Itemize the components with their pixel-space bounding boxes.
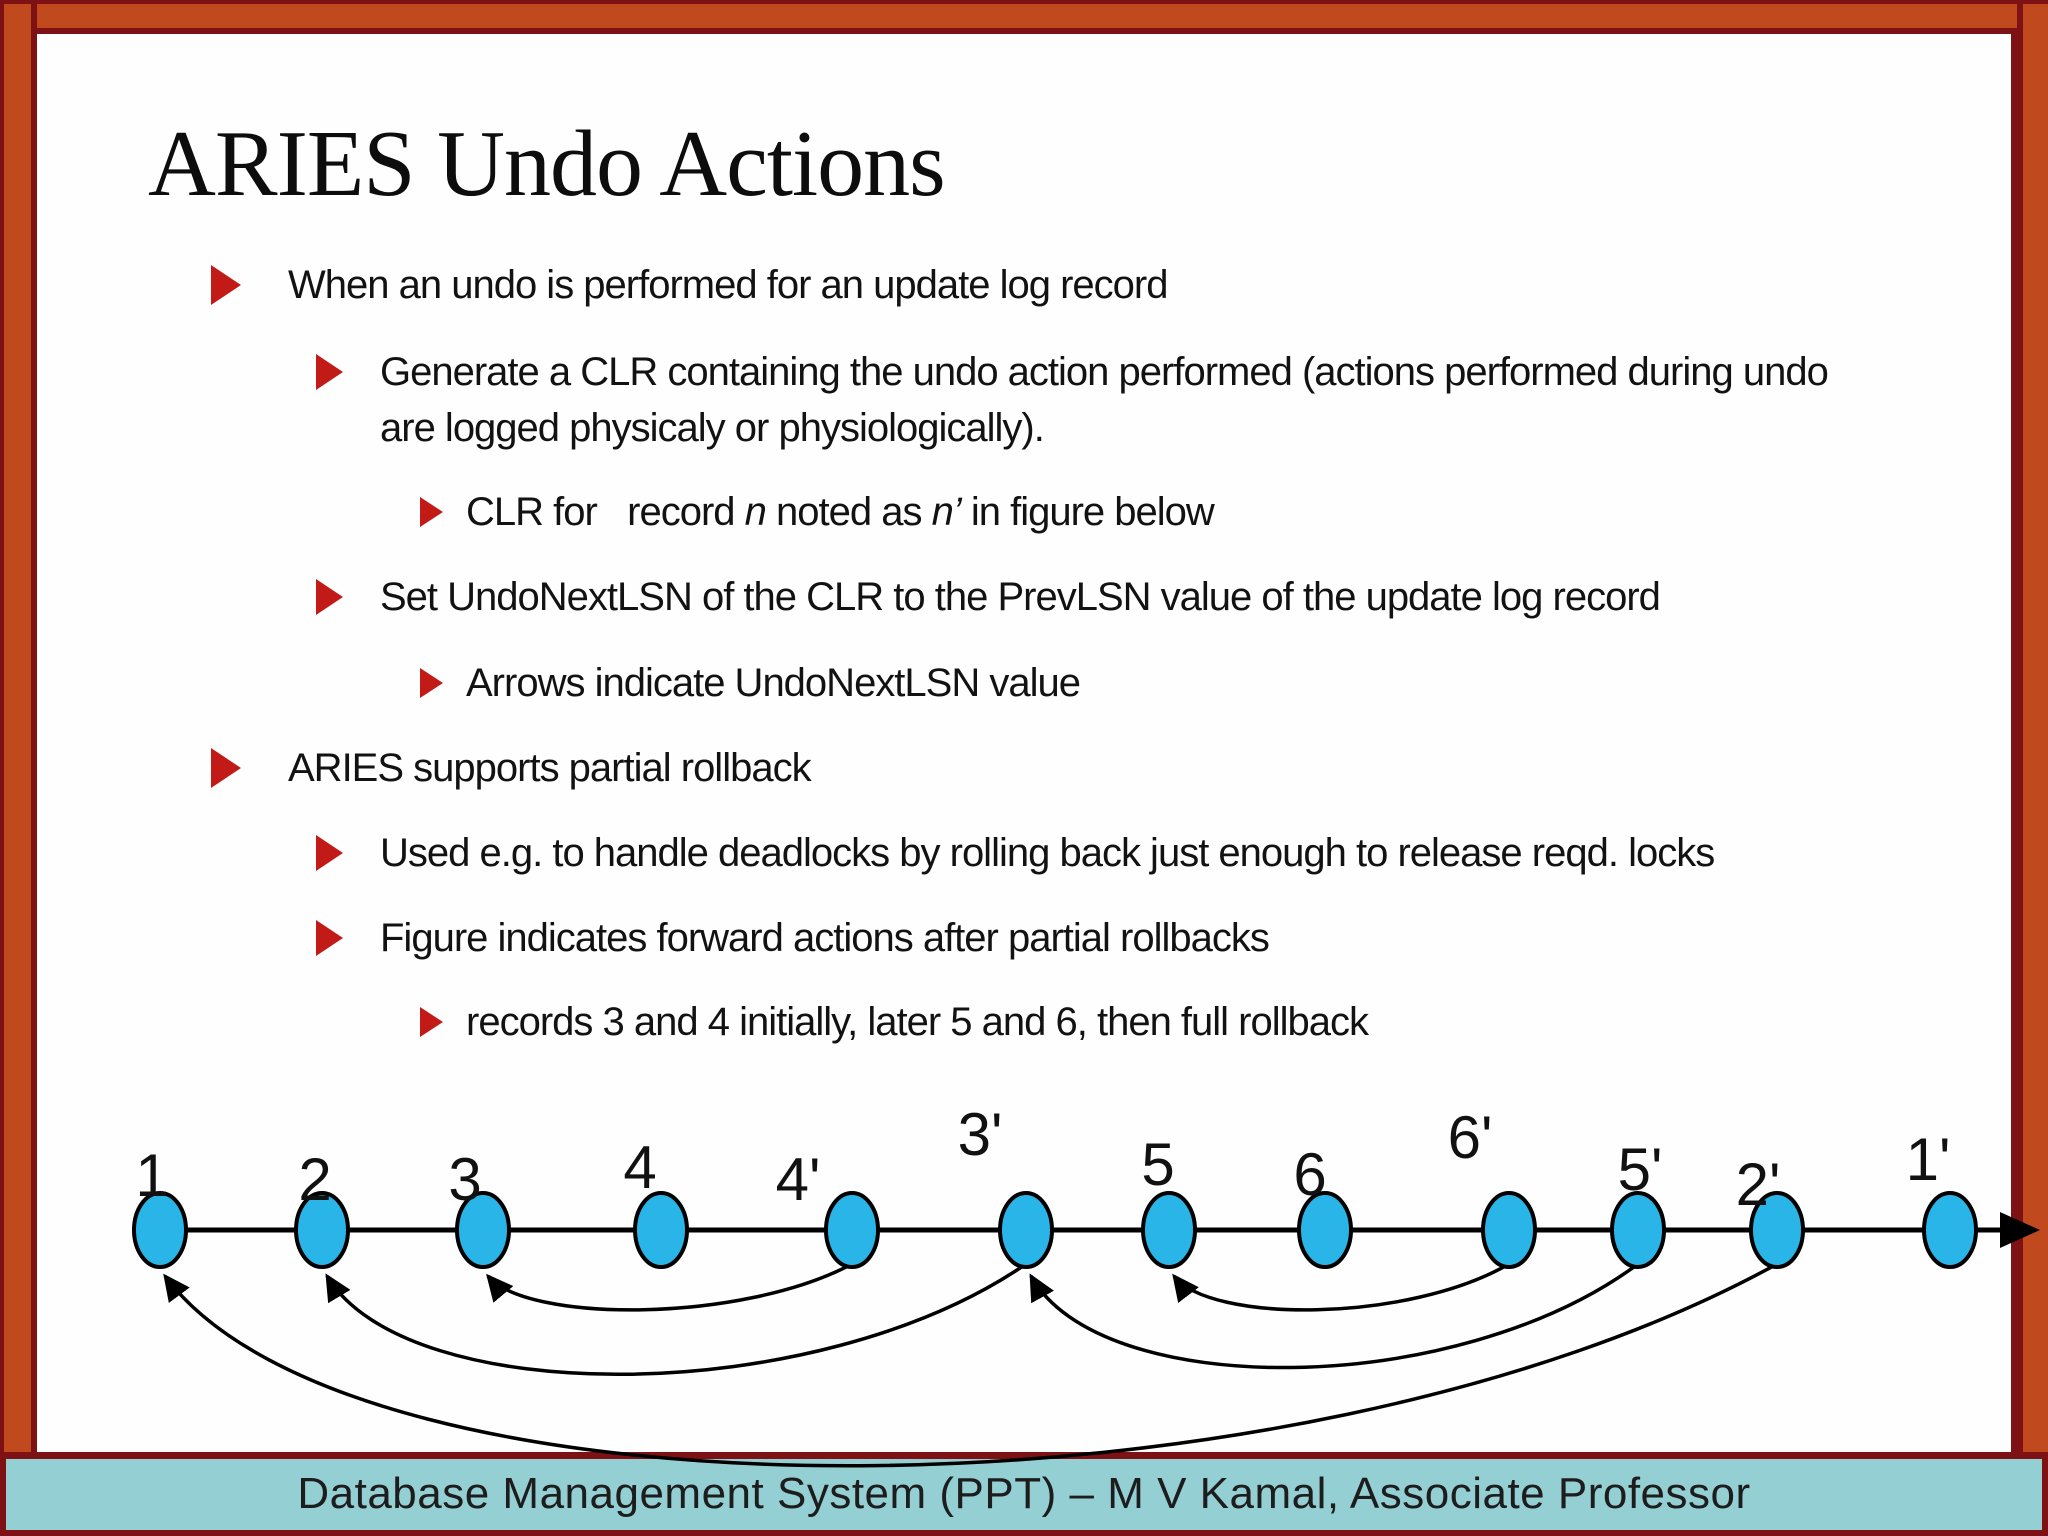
bullet-item: Generate a CLR containing the undo actio… bbox=[380, 344, 1829, 456]
bullet-triangle-icon bbox=[316, 920, 343, 956]
bullet-triangle-icon bbox=[316, 835, 343, 871]
bullet-text-line: ARIES supports partial rollback bbox=[288, 746, 812, 790]
frame-top-band bbox=[37, 4, 2044, 34]
bullet-triangle-icon bbox=[211, 265, 241, 305]
bullet-item: When an undo is performed for an update … bbox=[288, 257, 1168, 313]
footer-divider bbox=[0, 1452, 2048, 1459]
bullet-text-line: Arrows indicate UndoNextLSN value bbox=[466, 661, 1081, 705]
footer-text: Database Management System (PPT) – M V K… bbox=[297, 1469, 1751, 1518]
bullet-text-line: When an undo is performed for an update … bbox=[288, 263, 1168, 307]
bullet-text-line: Figure indicates forward actions after p… bbox=[380, 916, 1270, 960]
bullet-item: Used e.g. to handle deadlocks by rolling… bbox=[380, 825, 1715, 881]
bullet-text-line: Generate a CLR containing the undo actio… bbox=[380, 350, 1829, 394]
bullet-triangle-icon bbox=[211, 748, 241, 788]
frame-right-band bbox=[2017, 4, 2048, 1452]
frame-left-band bbox=[4, 4, 37, 1452]
footer-bar: Database Management System (PPT) – M V K… bbox=[6, 1459, 2042, 1530]
bullet-text-line: CLR for record n noted as n’ in figure b… bbox=[466, 490, 1215, 534]
bullet-item: Arrows indicate UndoNextLSN value bbox=[466, 655, 1081, 711]
bullet-item: records 3 and 4 initially, later 5 and 6… bbox=[466, 994, 1369, 1050]
bullet-text-line: Set UndoNextLSN of the CLR to the PrevLS… bbox=[380, 575, 1661, 619]
bullet-triangle-icon bbox=[316, 579, 343, 615]
bullet-triangle-icon bbox=[316, 354, 343, 390]
bullet-item: ARIES supports partial rollback bbox=[288, 740, 812, 796]
bullet-triangle-icon bbox=[420, 1006, 443, 1037]
bullet-item: CLR for record n noted as n’ in figure b… bbox=[466, 484, 1215, 540]
bullet-item: Set UndoNextLSN of the CLR to the PrevLS… bbox=[380, 569, 1661, 625]
bullet-text-line: records 3 and 4 initially, later 5 and 6… bbox=[466, 1000, 1369, 1044]
bullet-triangle-icon bbox=[420, 496, 443, 527]
bullet-text-line: are logged physicaly or physiologically)… bbox=[380, 406, 1045, 450]
slide-title: ARIES Undo Actions bbox=[148, 112, 946, 216]
bullet-triangle-icon bbox=[420, 667, 443, 698]
bullet-text-line: Used e.g. to handle deadlocks by rolling… bbox=[380, 831, 1715, 875]
bullet-item: Figure indicates forward actions after p… bbox=[380, 910, 1270, 966]
